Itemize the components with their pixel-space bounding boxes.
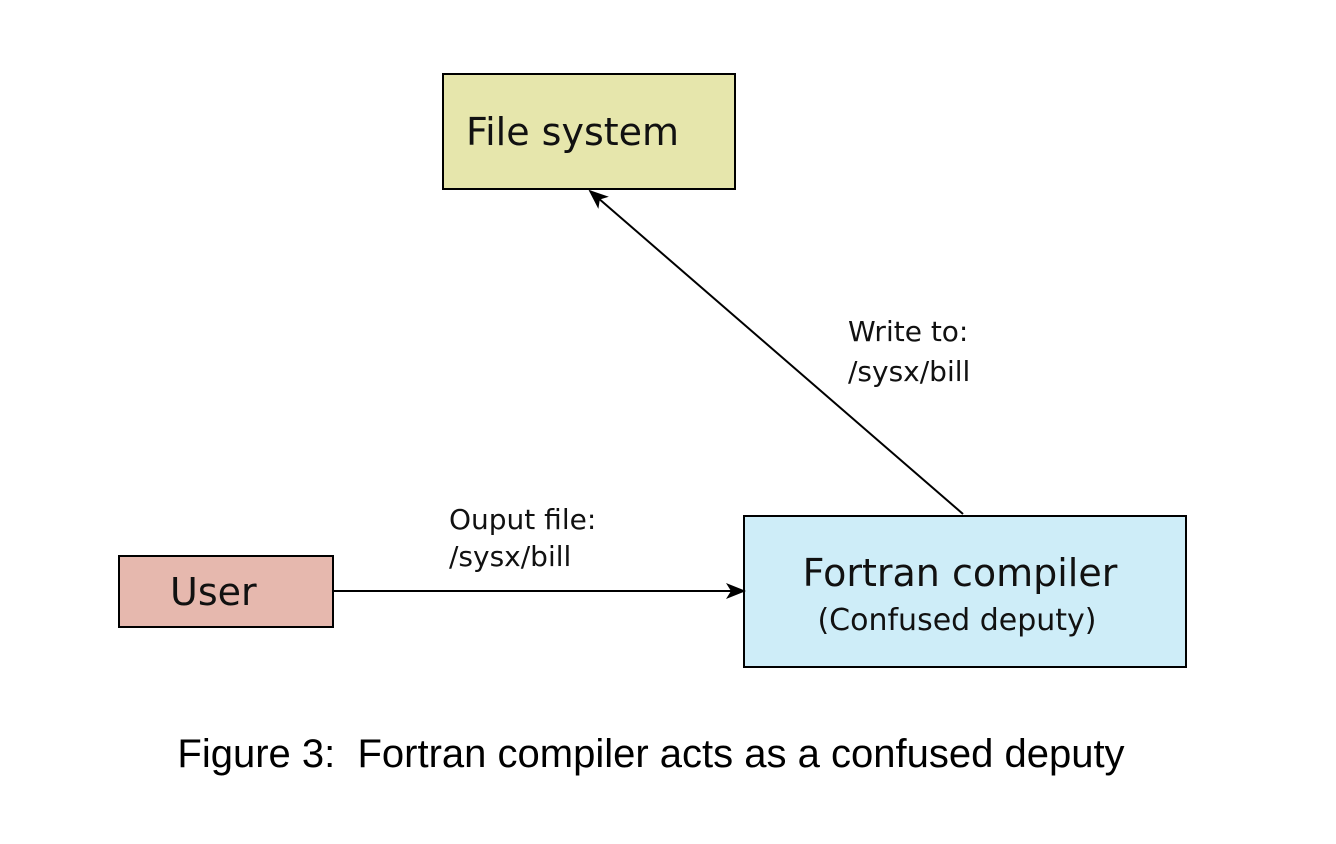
figure-caption: Figure 3: Fortran compiler acts as a con…	[177, 732, 1124, 776]
fortran-compiler-label: Fortran compiler	[803, 551, 1118, 595]
arrow-fortran-to-file-system	[588, 189, 964, 515]
file-system-label: File system	[466, 110, 679, 154]
node-user: User	[118, 555, 334, 628]
edge-fortran-to-file-system: Write to: /sysx/bill	[588, 189, 970, 515]
file-system-box	[442, 73, 736, 190]
edge-user-to-fortran-label-1: Ouput file:	[449, 503, 596, 536]
node-fortran-compiler: Fortran compiler (Confused deputy)	[743, 515, 1187, 668]
fortran-compiler-box	[743, 515, 1187, 668]
edge-user-to-fortran: Ouput file: /sysx/bill	[333, 503, 746, 599]
fortran-compiler-sublabel: (Confused deputy)	[817, 603, 1096, 638]
user-label: User	[170, 570, 257, 614]
edge-fortran-to-fs-label-2: /sysx/bill	[848, 355, 970, 388]
user-box	[118, 555, 334, 628]
edge-fortran-to-fs-label-1: Write to:	[848, 315, 968, 348]
edge-user-to-fortran-label-2: /sysx/bill	[449, 540, 571, 573]
node-file-system: File system	[442, 73, 736, 190]
